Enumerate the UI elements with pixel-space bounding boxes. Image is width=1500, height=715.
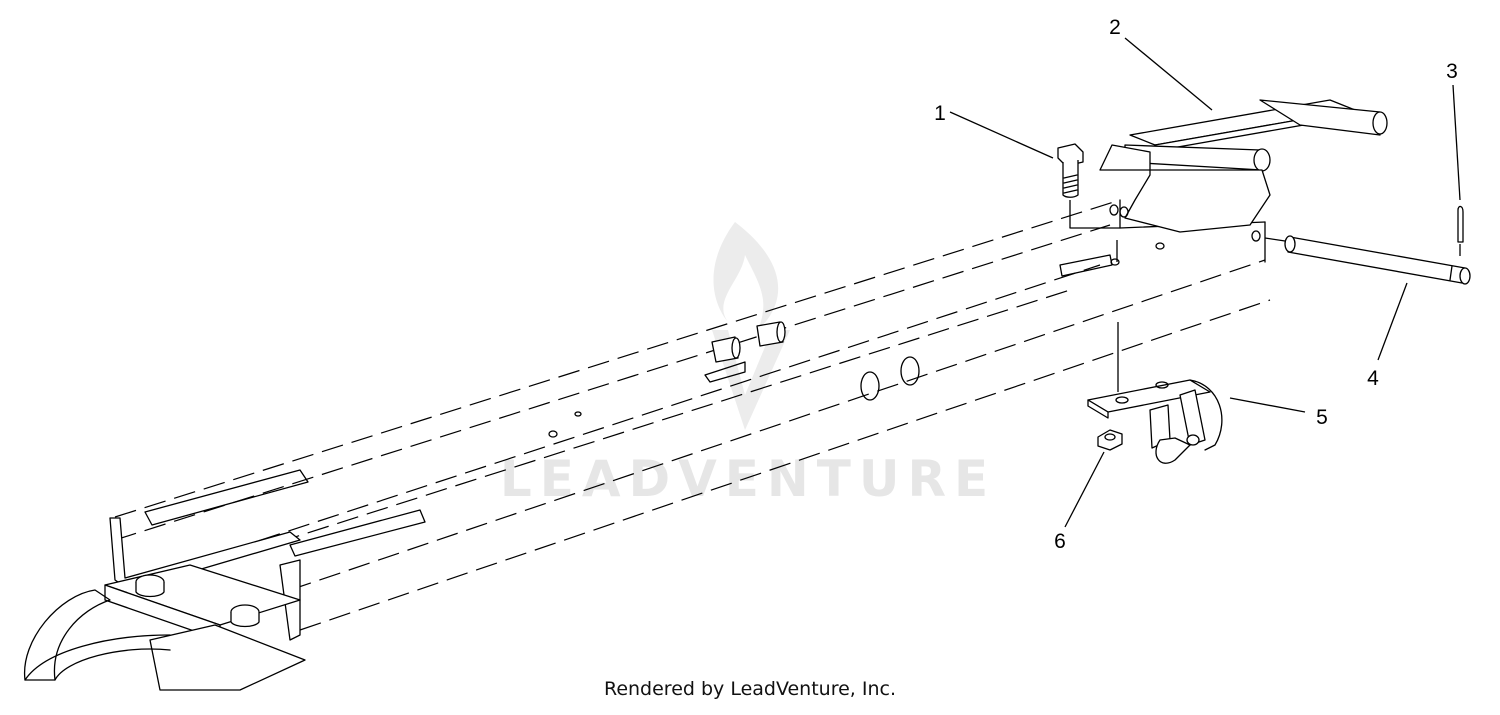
part-3-cotter-pin — [1457, 205, 1464, 256]
callout-4: 4 — [1367, 367, 1379, 390]
leader-lines — [949, 37, 1461, 528]
watermark: LEADVENTURE — [500, 222, 996, 508]
watermark-text: LEADVENTURE — [500, 450, 996, 508]
part-6-nut — [1097, 429, 1123, 451]
leader-3 — [1452, 84, 1461, 201]
footer-credit: Rendered by LeadVenture, Inc. — [603, 678, 897, 700]
callout-1: 1 — [934, 102, 946, 125]
leader-4 — [1377, 282, 1408, 361]
roller-pins — [711, 321, 786, 363]
callout-5: 5 — [1316, 406, 1328, 429]
leader-6 — [1064, 451, 1105, 528]
callout-6: 6 — [1054, 530, 1066, 553]
leader-2 — [1124, 37, 1213, 111]
frame — [109, 199, 1271, 641]
part-4-pin-rod — [1264, 235, 1471, 285]
callout-2: 2 — [1109, 16, 1121, 39]
part-2-pedal-bracket — [1099, 99, 1388, 233]
callout-3: 3 — [1446, 60, 1458, 83]
leader-1 — [949, 111, 1054, 159]
tow-hitch — [24, 564, 306, 691]
leader-5 — [1229, 397, 1306, 413]
part-1-bolt — [1057, 143, 1118, 262]
callouts: 1 2 3 4 5 6 — [934, 16, 1458, 553]
part-5-clevis-bracket — [1087, 322, 1223, 464]
